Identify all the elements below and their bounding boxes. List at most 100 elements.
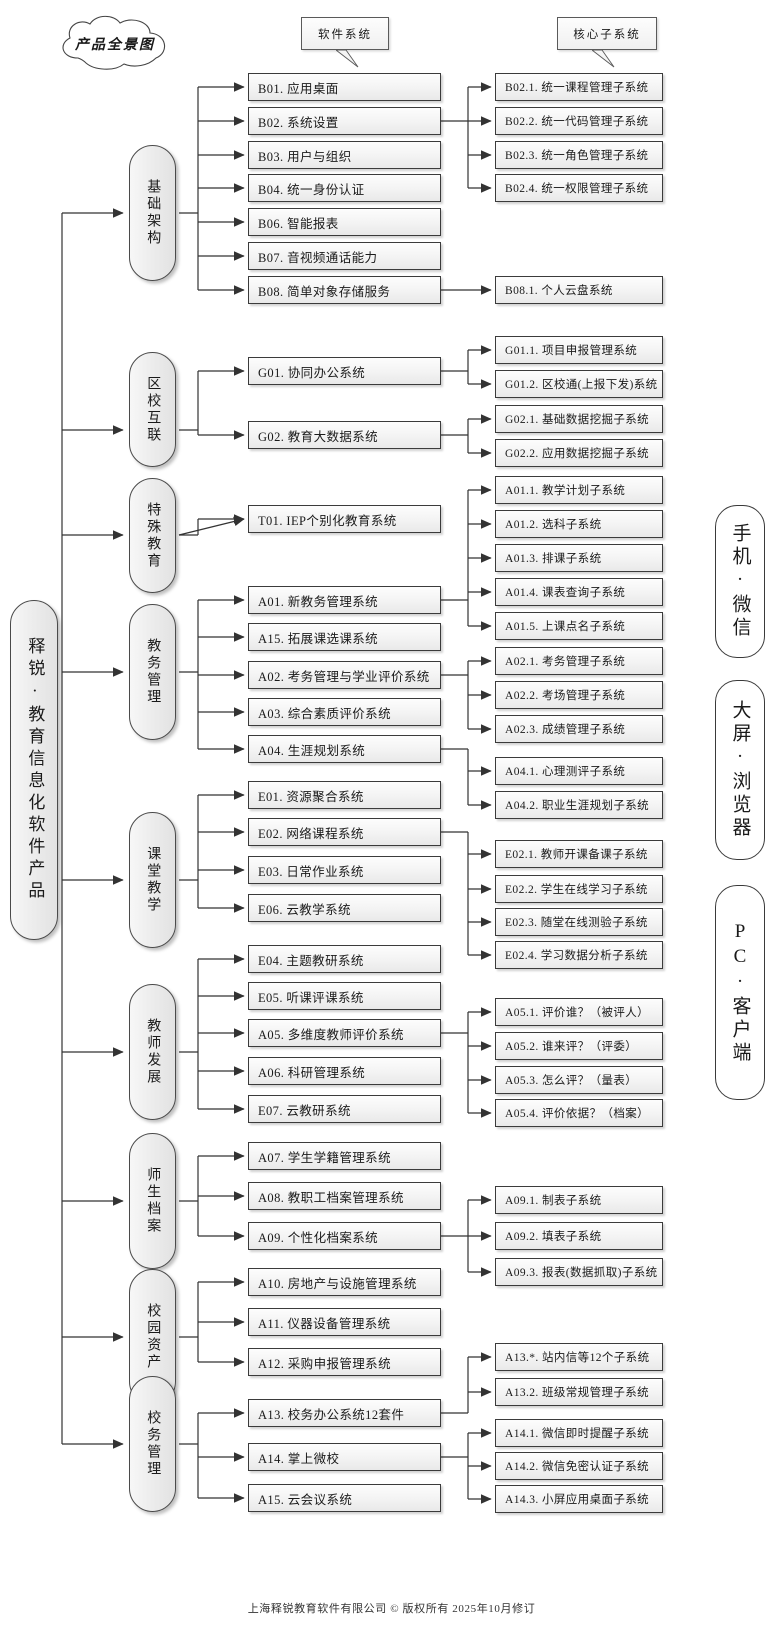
system-box-a01[interactable]: A01. 新教务管理系统	[248, 586, 441, 614]
system-box-e02[interactable]: E02. 网络课程系统	[248, 818, 441, 846]
system-box-a15-elective[interactable]: A15. 拓展课选课系统	[248, 623, 441, 651]
system-box-e03[interactable]: E03. 日常作业系统	[248, 856, 441, 884]
device-pc-client[interactable]: PC·客户端	[715, 885, 765, 1100]
category-teacher-development[interactable]: 教师发展	[129, 984, 176, 1120]
category-label: 特殊教育	[145, 501, 161, 570]
subsystem-box-a02-3[interactable]: A02.3. 成绩管理子系统	[495, 715, 663, 743]
category-school-administration[interactable]: 校务管理	[129, 1376, 176, 1512]
subsystem-box-a14-3[interactable]: A14.3. 小屏应用桌面子系统	[495, 1485, 663, 1513]
system-box-a07[interactable]: A07. 学生学籍管理系统	[248, 1142, 441, 1170]
subsystem-label: B02.4. 统一权限管理子系统	[505, 183, 649, 195]
category-classroom-teaching[interactable]: 课堂教学	[129, 812, 176, 948]
subsystem-box-a05-4[interactable]: A05.4. 评价依据？（档案）	[495, 1099, 663, 1127]
subsystem-box-a02-1[interactable]: A02.1. 考务管理子系统	[495, 647, 663, 675]
subsystem-box-a01-3[interactable]: A01.3. 排课子系统	[495, 544, 663, 572]
subsystem-box-b02-1[interactable]: B02.1. 统一课程管理子系统	[495, 73, 663, 101]
system-box-e04[interactable]: E04. 主题教研系统	[248, 945, 441, 973]
category-label: 区校互联	[145, 375, 161, 444]
system-box-a10[interactable]: A10. 房地产与设施管理系统	[248, 1268, 441, 1296]
system-label: E01. 资源聚合系统	[258, 789, 364, 804]
system-box-b08[interactable]: B08. 简单对象存储服务	[248, 276, 441, 304]
system-box-e05[interactable]: E05. 听课评课系统	[248, 982, 441, 1010]
subsystem-box-a09-2[interactable]: A09.2. 填表子系统	[495, 1222, 663, 1250]
system-box-b03[interactable]: B03. 用户与组织	[248, 141, 441, 169]
subsystem-box-b02-2[interactable]: B02.2. 统一代码管理子系统	[495, 107, 663, 135]
subsystem-box-a13-x[interactable]: A13.*. 站内信等12个子系统	[495, 1343, 663, 1371]
device-mobile-wechat[interactable]: 手机·微信	[715, 505, 765, 658]
subsystem-box-g02-1[interactable]: G02.1. 基础数据挖掘子系统	[495, 405, 663, 433]
system-box-a11[interactable]: A11. 仪器设备管理系统	[248, 1308, 441, 1336]
category-academic-affairs[interactable]: 教务管理	[129, 604, 176, 740]
category-student-teacher-archives[interactable]: 师生档案	[129, 1133, 176, 1269]
category-label: 校务管理	[145, 1410, 161, 1478]
system-label: A04. 生涯规划系统	[258, 743, 366, 758]
subsystem-box-a01-2[interactable]: A01.2. 选科子系统	[495, 510, 663, 538]
system-box-a04[interactable]: A04. 生涯规划系统	[248, 735, 441, 763]
subsystem-box-a09-1[interactable]: A09.1. 制表子系统	[495, 1186, 663, 1214]
subsystem-box-a14-1[interactable]: A14.1. 微信即时提醒子系统	[495, 1419, 663, 1447]
system-box-b07[interactable]: B07. 音视频通话能力	[248, 242, 441, 270]
system-box-a15[interactable]: A15. 云会议系统	[248, 1484, 441, 1512]
category-label: 教务管理	[145, 638, 161, 706]
subsystem-label: A14.3. 小屏应用桌面子系统	[505, 1494, 650, 1506]
subsystem-box-a04-2[interactable]: A04.2. 职业生涯规划子系统	[495, 791, 663, 819]
category-district-school[interactable]: 区校互联	[129, 352, 176, 467]
system-label: A05. 多维度教师评价系统	[258, 1027, 404, 1042]
subsystem-box-a09-3[interactable]: A09.3. 报表(数据抓取)子系统	[495, 1258, 663, 1286]
root-node[interactable]: 释锐·教育信息化软件产品	[10, 600, 58, 940]
system-box-a06[interactable]: A06. 科研管理系统	[248, 1057, 441, 1085]
subsystem-box-e02-4[interactable]: E02.4. 学习数据分析子系统	[495, 941, 663, 969]
system-box-a02[interactable]: A02. 考务管理与学业评价系统	[248, 661, 441, 689]
system-box-b01[interactable]: B01. 应用桌面	[248, 73, 441, 101]
subsystem-box-g02-2[interactable]: G02.2. 应用数据挖掘子系统	[495, 439, 663, 467]
system-box-a08[interactable]: A08. 教职工档案管理系统	[248, 1182, 441, 1210]
system-label: E04. 主题教研系统	[258, 953, 364, 968]
subsystem-box-g01-2[interactable]: G01.2. 区校通(上报下发)系统	[495, 370, 663, 398]
subsystem-label: G01.1. 项目申报管理系统	[505, 345, 638, 357]
system-box-t01[interactable]: T01. IEP个别化教育系统	[248, 505, 441, 533]
system-box-g02[interactable]: G02. 教育大数据系统	[248, 421, 441, 449]
system-box-b04[interactable]: B04. 统一身份认证	[248, 174, 441, 202]
subsystem-box-g01-1[interactable]: G01.1. 项目申报管理系统	[495, 336, 663, 364]
system-box-e01[interactable]: E01. 资源聚合系统	[248, 781, 441, 809]
subsystem-box-b02-4[interactable]: B02.4. 统一权限管理子系统	[495, 174, 663, 202]
subsystem-box-a02-2[interactable]: A02.2. 考场管理子系统	[495, 681, 663, 709]
system-box-a13[interactable]: A13. 校务办公系统12套件	[248, 1399, 441, 1427]
subsystem-box-a01-1[interactable]: A01.1. 教学计划子系统	[495, 476, 663, 504]
system-box-b02[interactable]: B02. 系统设置	[248, 107, 441, 135]
subsystem-label: A09.2. 填表子系统	[505, 1231, 602, 1243]
category-infrastructure[interactable]: 基础架构	[129, 145, 176, 281]
system-box-a03[interactable]: A03. 综合素质评价系统	[248, 698, 441, 726]
subsystem-box-e02-1[interactable]: E02.1. 教师开课备课子系统	[495, 840, 663, 868]
callout-label: 软件系统	[318, 28, 372, 41]
subsystem-box-a05-3[interactable]: A05.3. 怎么评？（量表）	[495, 1066, 663, 1094]
system-box-a12[interactable]: A12. 采购申报管理系统	[248, 1348, 441, 1376]
callout-software-systems: 软件系统	[301, 17, 389, 68]
subsystem-box-a13-2[interactable]: A13.2. 班级常规管理子系统	[495, 1378, 663, 1406]
subsystem-box-b08-1[interactable]: B08.1. 个人云盘系统	[495, 276, 663, 304]
system-label: A15. 拓展课选课系统	[258, 631, 379, 646]
subsystem-box-a05-1[interactable]: A05.1. 评价谁？（被评人）	[495, 998, 663, 1026]
subsystem-box-b02-3[interactable]: B02.3. 统一角色管理子系统	[495, 141, 663, 169]
system-box-a14[interactable]: A14. 掌上微校	[248, 1443, 441, 1471]
system-box-a05[interactable]: A05. 多维度教师评价系统	[248, 1019, 441, 1047]
subsystem-box-e02-2[interactable]: E02.2. 学生在线学习子系统	[495, 875, 663, 903]
subsystem-box-a01-5[interactable]: A01.5. 上课点名子系统	[495, 612, 663, 640]
device-bigscreen-browser[interactable]: 大屏·浏览器	[715, 680, 765, 860]
system-box-b06[interactable]: B06. 智能报表	[248, 208, 441, 236]
footer-copyright: 上海释锐教育软件有限公司 © 版权所有 2025年10月修订	[247, 1603, 536, 1615]
system-box-a09[interactable]: A09. 个性化档案系统	[248, 1222, 441, 1250]
system-box-e06[interactable]: E06. 云教学系统	[248, 894, 441, 922]
category-special-education[interactable]: 特殊教育	[129, 478, 176, 593]
subsystem-box-a14-2[interactable]: A14.2. 微信免密认证子系统	[495, 1452, 663, 1480]
system-box-g01[interactable]: G01. 协同办公系统	[248, 357, 441, 385]
subsystem-box-a01-4[interactable]: A01.4. 课表查询子系统	[495, 578, 663, 606]
subsystem-box-a04-1[interactable]: A04.1. 心理测评子系统	[495, 757, 663, 785]
device-label: 手机·微信	[729, 523, 751, 640]
subsystem-box-a05-2[interactable]: A05.2. 谁来评？（评委）	[495, 1032, 663, 1060]
system-label: B06. 智能报表	[258, 216, 339, 231]
system-label: T01. IEP个别化教育系统	[258, 513, 397, 528]
subsystem-box-e02-3[interactable]: E02.3. 随堂在线测验子系统	[495, 908, 663, 936]
subsystem-label: G01.2. 区校通(上报下发)系统	[505, 379, 658, 391]
system-box-e07[interactable]: E07. 云教研系统	[248, 1095, 441, 1123]
